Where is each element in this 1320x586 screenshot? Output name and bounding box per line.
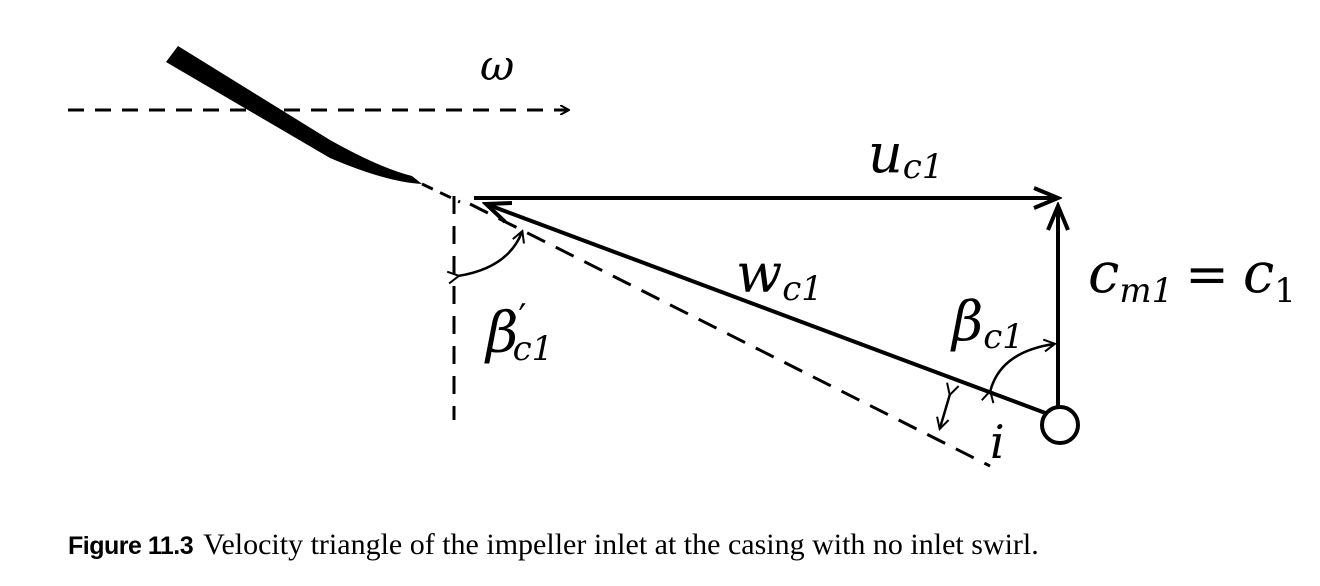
omega-label: ω	[480, 41, 514, 90]
figure-number: Figure 11.3	[68, 532, 194, 560]
beta-c1-angle-arc	[990, 344, 1054, 392]
vector-origin-circle	[1040, 405, 1080, 445]
u-c1-label: uc1	[868, 122, 943, 187]
c-m1-equals-c1-label: cm1=c1	[1088, 241, 1296, 311]
velocity-triangle-diagram: ω uc1 wc1 βc1 β′c1 cm1=c1 i	[68, 41, 1296, 469]
w-c1-vector	[486, 204, 1049, 416]
incidence-angle-arrow	[940, 394, 950, 428]
blade-angle-reference-dashed	[469, 202, 991, 468]
incidence-label: i	[990, 415, 1005, 469]
blade-extension-dashed	[421, 182, 461, 204]
impeller-blade	[166, 46, 422, 184]
w-c1-label: wc1	[736, 242, 823, 309]
figure-caption: Figure 11.3 Velocity triangle of the impe…	[68, 528, 1039, 562]
beta-c1-label: βc1	[950, 290, 1024, 357]
beta-prime-c1-label: β′c1	[484, 298, 553, 369]
caption-text: Velocity triangle of the impeller inlet …	[203, 528, 1039, 561]
beta-prime-c1-angle-arc	[458, 232, 522, 276]
